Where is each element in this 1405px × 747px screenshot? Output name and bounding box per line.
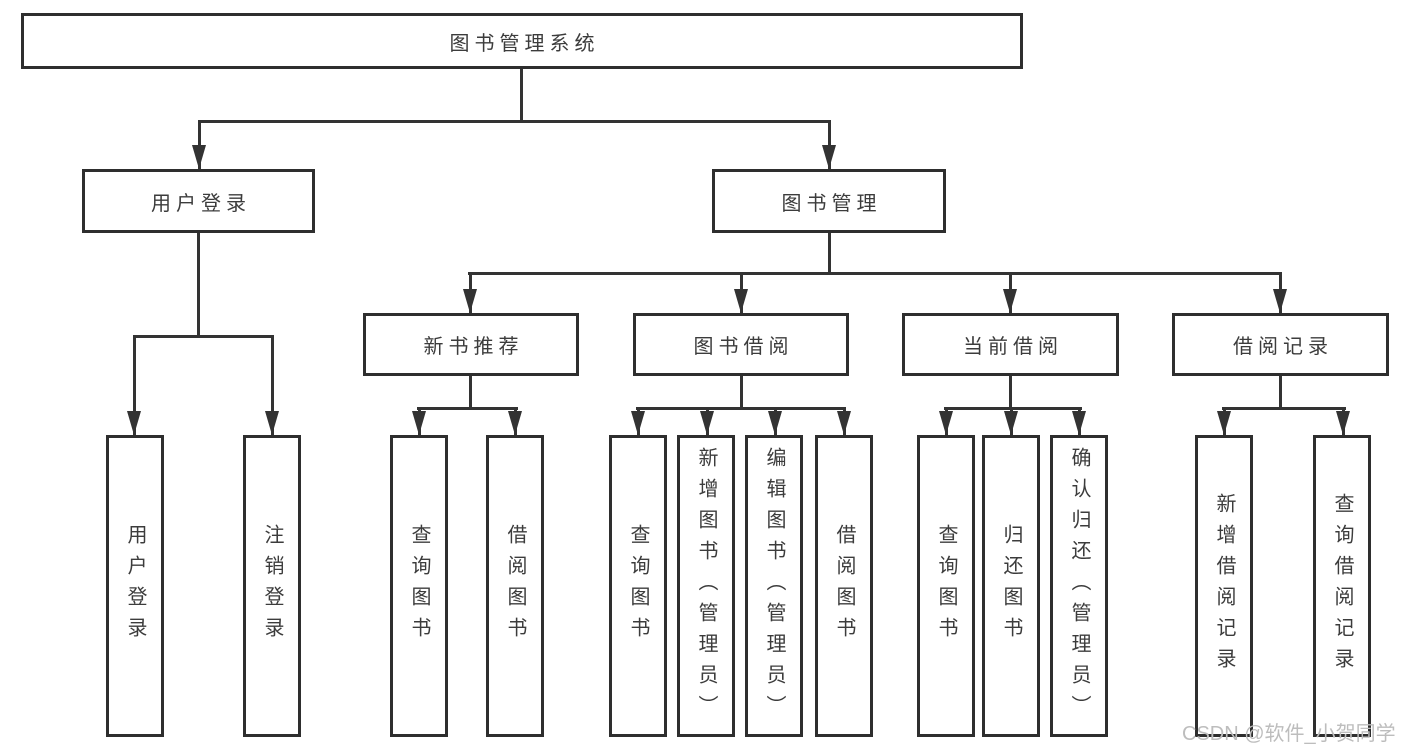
leaf-query-borrow-record-label: 查询借阅记录	[1331, 493, 1353, 679]
node-book-management-label: 图书管理	[781, 192, 882, 215]
node-new-book-recommend: 新书推荐	[363, 313, 579, 376]
arrow-down-icon	[192, 145, 206, 169]
leaf-query-books-recommend: 查询图书	[390, 435, 448, 737]
node-root-label: 图书管理系统	[449, 32, 600, 55]
connector-line	[197, 231, 200, 335]
arrow-down-icon	[508, 411, 522, 435]
arrow-down-icon	[1072, 411, 1086, 435]
connector-line	[828, 231, 831, 272]
leaf-add-books-admin-label: 新增图书（管理员）	[695, 446, 717, 726]
leaf-logout: 注销登录	[243, 435, 301, 737]
csdn-watermark: CSDN @软件_小贺同学	[1182, 723, 1396, 745]
node-new-book-recommend-label: 新书推荐	[423, 336, 524, 358]
arrow-down-icon	[1336, 411, 1350, 435]
connector-line	[133, 335, 274, 338]
node-current-borrow-label: 当前借阅	[963, 336, 1063, 358]
connector-line	[1222, 407, 1346, 410]
leaf-query-books-current-label: 查询图书	[935, 524, 957, 648]
leaf-logout-label: 注销登录	[261, 524, 283, 648]
leaf-add-borrow-record-label: 新增借阅记录	[1213, 493, 1235, 679]
arrow-down-icon	[939, 411, 953, 435]
arrow-down-icon	[265, 411, 279, 435]
connector-line	[944, 407, 1082, 410]
leaf-user-login: 用户登录	[106, 435, 164, 737]
leaf-borrow-books-recommend-label: 借阅图书	[504, 524, 526, 648]
arrow-down-icon	[127, 411, 141, 435]
connector-line	[133, 335, 136, 435]
node-user-login-branch-label: 用户登录	[151, 192, 251, 215]
leaf-add-borrow-record: 新增借阅记录	[1195, 435, 1253, 737]
connector-line	[740, 374, 743, 407]
leaf-user-login-label: 用户登录	[124, 524, 146, 648]
arrow-down-icon	[1003, 289, 1017, 313]
node-book-management: 图书管理	[712, 169, 946, 233]
arrow-down-icon	[768, 411, 782, 435]
node-borrow-records: 借阅记录	[1172, 313, 1389, 376]
connector-line	[198, 120, 831, 123]
leaf-return-books: 归还图书	[982, 435, 1040, 737]
connector-line	[828, 120, 831, 169]
leaf-edit-books-admin: 编辑图书（管理员）	[745, 435, 803, 737]
arrow-down-icon	[837, 411, 851, 435]
leaf-add-books-admin: 新增图书（管理员）	[677, 435, 735, 737]
leaf-confirm-return-admin: 确认归还（管理员）	[1050, 435, 1108, 737]
connector-line	[468, 272, 1282, 275]
node-book-borrow: 图书借阅	[633, 313, 849, 376]
node-borrow-records-label: 借阅记录	[1233, 336, 1333, 358]
leaf-borrow-books-recommend: 借阅图书	[486, 435, 544, 737]
connector-line	[271, 335, 274, 435]
connector-line	[636, 407, 846, 410]
leaf-query-books-current: 查询图书	[917, 435, 975, 737]
node-root: 图书管理系统	[21, 13, 1023, 69]
arrow-down-icon	[412, 411, 426, 435]
arrow-down-icon	[734, 289, 748, 313]
leaf-edit-books-admin-label: 编辑图书（管理员）	[763, 446, 785, 726]
arrow-down-icon	[1273, 289, 1287, 313]
connector-line	[469, 374, 472, 407]
arrow-down-icon	[1217, 411, 1231, 435]
arrow-down-icon	[463, 289, 477, 313]
connector-line	[1009, 374, 1012, 407]
leaf-query-borrow-record: 查询借阅记录	[1313, 435, 1371, 737]
node-user-login-branch: 用户登录	[82, 169, 315, 233]
leaf-query-books-recommend-label: 查询图书	[408, 524, 430, 648]
leaf-confirm-return-admin-label: 确认归还（管理员）	[1068, 446, 1090, 726]
connector-line	[1279, 374, 1282, 407]
arrow-down-icon	[700, 411, 714, 435]
node-current-borrow: 当前借阅	[902, 313, 1119, 376]
arrow-down-icon	[1004, 411, 1018, 435]
connector-line	[417, 407, 518, 410]
arrow-down-icon	[822, 145, 836, 169]
node-book-borrow-label: 图书借阅	[693, 336, 794, 358]
leaf-borrow-books: 借阅图书	[815, 435, 873, 737]
leaf-return-books-label: 归还图书	[1000, 524, 1022, 648]
arrow-down-icon	[631, 411, 645, 435]
leaf-query-books-borrow: 查询图书	[609, 435, 667, 737]
leaf-query-books-borrow-label: 查询图书	[627, 524, 649, 648]
connector-line	[520, 67, 523, 120]
leaf-borrow-books-label: 借阅图书	[833, 524, 855, 648]
connector-line	[198, 120, 201, 169]
